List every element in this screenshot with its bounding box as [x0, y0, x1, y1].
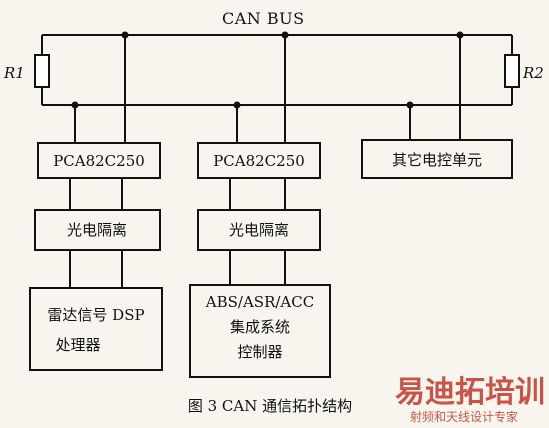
opto-left-label: 光电隔离 [67, 221, 127, 239]
abs-line1: ABS/ASR/ACC [205, 293, 314, 311]
box-abs-controller [189, 284, 331, 378]
box-radar-dsp [29, 287, 163, 371]
junction-dot [406, 101, 414, 109]
junction-dot [71, 101, 79, 109]
box-pca-left [37, 142, 161, 179]
abs-line3: 控制器 [237, 343, 282, 361]
radar-line2: 处理器 [55, 336, 100, 354]
pca-left-label: PCA82C250 [53, 152, 145, 170]
watermark-sub: 射频和天线设计专家 [410, 409, 518, 424]
resistor-r2 [504, 54, 520, 88]
box-opto-mid [197, 209, 321, 251]
junction-dot [281, 31, 289, 39]
junction-dot [121, 31, 129, 39]
resistor-r1 [34, 54, 50, 88]
junction-dot [233, 101, 241, 109]
box-other-ecu [361, 139, 513, 179]
pca-mid-label: PCA82C250 [213, 152, 305, 170]
junction-dot [456, 31, 464, 39]
abs-line2: 集成系统 [230, 318, 290, 336]
figure-caption: 图 3 CAN 通信拓扑结构 [188, 397, 352, 415]
box-pca-mid [197, 142, 321, 179]
opto-mid-label: 光电隔离 [229, 221, 289, 239]
radar-line1: 雷达信号 DSP [47, 306, 144, 324]
bus-label: CAN BUS [222, 9, 305, 28]
resistor-r2-label: R2 [522, 64, 544, 82]
resistor-r1-label: R1 [3, 64, 25, 82]
other-ecu-label: 其它电控单元 [392, 151, 482, 169]
box-opto-left [34, 209, 161, 251]
watermark-main: 易迪拓培训 [395, 375, 545, 410]
